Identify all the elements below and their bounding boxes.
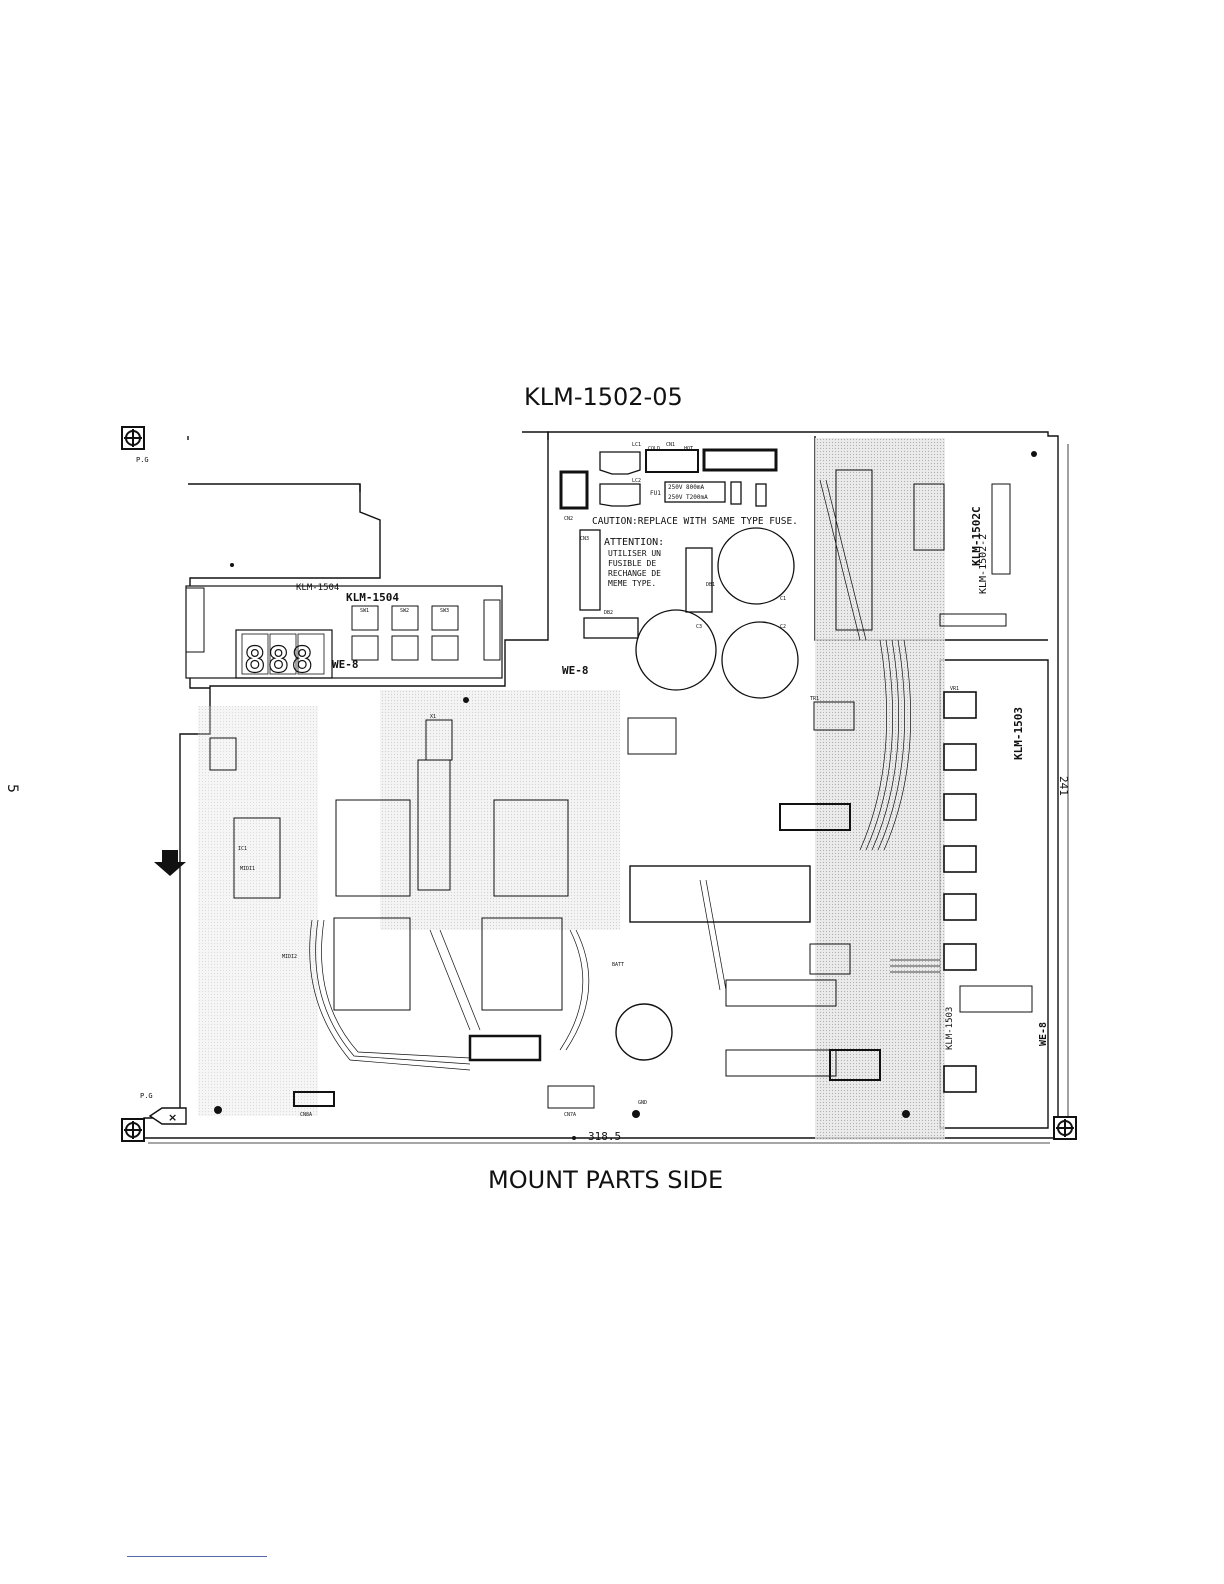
comp-cn8a: CN8A: [300, 1112, 312, 1118]
attention-line-1: ATTENTION:: [604, 537, 664, 548]
comp-lc1: LC1: [632, 442, 641, 448]
comp-cn3: CN3: [580, 536, 589, 542]
caution-text: CAUTION:REPLACE WITH SAME TYPE FUSE.: [592, 516, 798, 527]
label-cn1: CN1: [666, 442, 675, 448]
subboard-label-klm1504-b: KLM-1504: [346, 591, 399, 604]
fuse-rating-1: 250V 800mA: [668, 484, 705, 491]
comp-cn7a: CN7A: [564, 1112, 576, 1118]
bottom-left-connector: ×: [148, 1107, 187, 1125]
comp-midi2: MIDI2: [282, 954, 297, 960]
subboard-label-klm1502c: KLM-1502C: [970, 506, 983, 566]
shaded-regions: [198, 438, 945, 1140]
comp-sw1: SW1: [360, 608, 369, 614]
display-subboard: [185, 585, 503, 679]
power-section: [559, 448, 799, 699]
subboard-label-we8-a: WE-8: [332, 658, 359, 671]
klm1502c-region: [835, 469, 1011, 631]
subboard-label-klm1504-a: KLM-1504: [296, 583, 339, 593]
subboard-label-we8-b: WE-8: [562, 664, 589, 677]
small-components: [214, 451, 1037, 1140]
label-cold: COLD: [648, 446, 660, 452]
ref-label-top: P.G: [136, 456, 149, 464]
comp-gnd: GND: [638, 1100, 647, 1106]
subboard-label-klm1503-a: KLM-1503: [1012, 707, 1025, 760]
comp-sw3: SW3: [440, 608, 449, 614]
comp-midi1: MIDI1: [240, 866, 255, 872]
view-caption: MOUNT PARTS SIDE: [488, 1166, 724, 1194]
svg-text:×: ×: [168, 1111, 177, 1124]
comp-c2: C2: [780, 624, 786, 630]
seven-segment-display: 888: [244, 640, 315, 681]
comp-db2: DB2: [604, 610, 613, 616]
ref-label-bottom: P.G: [140, 1092, 153, 1100]
comp-ic1: IC1: [238, 846, 247, 852]
comp-c1: C1: [780, 596, 786, 602]
trace-bundles: [309, 479, 940, 1071]
comp-x1: X1: [430, 714, 436, 720]
comp-lc2: LC2: [632, 478, 641, 484]
comp-batt: BATT: [612, 962, 624, 968]
width-dimension: 318.5: [588, 1130, 621, 1143]
comp-sw2: SW2: [400, 608, 409, 614]
footer-rule: [127, 1556, 267, 1557]
board-title: KLM-1502-05: [524, 383, 683, 411]
attention-line-5: MEME TYPE.: [608, 579, 656, 588]
subboard-label-klm1503-b: KLM-1503: [945, 1007, 955, 1050]
subboard-label-klm1502-2: KLM-1502-2: [978, 534, 989, 594]
comp-c3: C3: [696, 624, 702, 630]
fuse-rating-2: 250V T200mA: [668, 494, 708, 501]
comp-tr1: TR1: [810, 696, 819, 702]
label-hot: HOT: [684, 446, 693, 452]
attention-line-4: RECHANGE DE: [608, 569, 661, 578]
comp-cn2: CN2: [564, 516, 573, 522]
comp-vr1: VR1: [950, 686, 959, 692]
arrow-down-icon: [154, 850, 186, 876]
attention-line-3: FUSIBLE DE: [608, 559, 656, 568]
height-dimension: 241: [1057, 776, 1070, 796]
comp-db1: DB1: [706, 582, 715, 588]
attention-line-2: UTILISER UN: [608, 549, 661, 558]
subboard-label-we8-c: WE-8: [1038, 1022, 1049, 1046]
fuse-label: FU1: [650, 490, 661, 497]
klm1503-region: [943, 691, 1033, 1093]
ic-packages: [209, 701, 881, 1109]
